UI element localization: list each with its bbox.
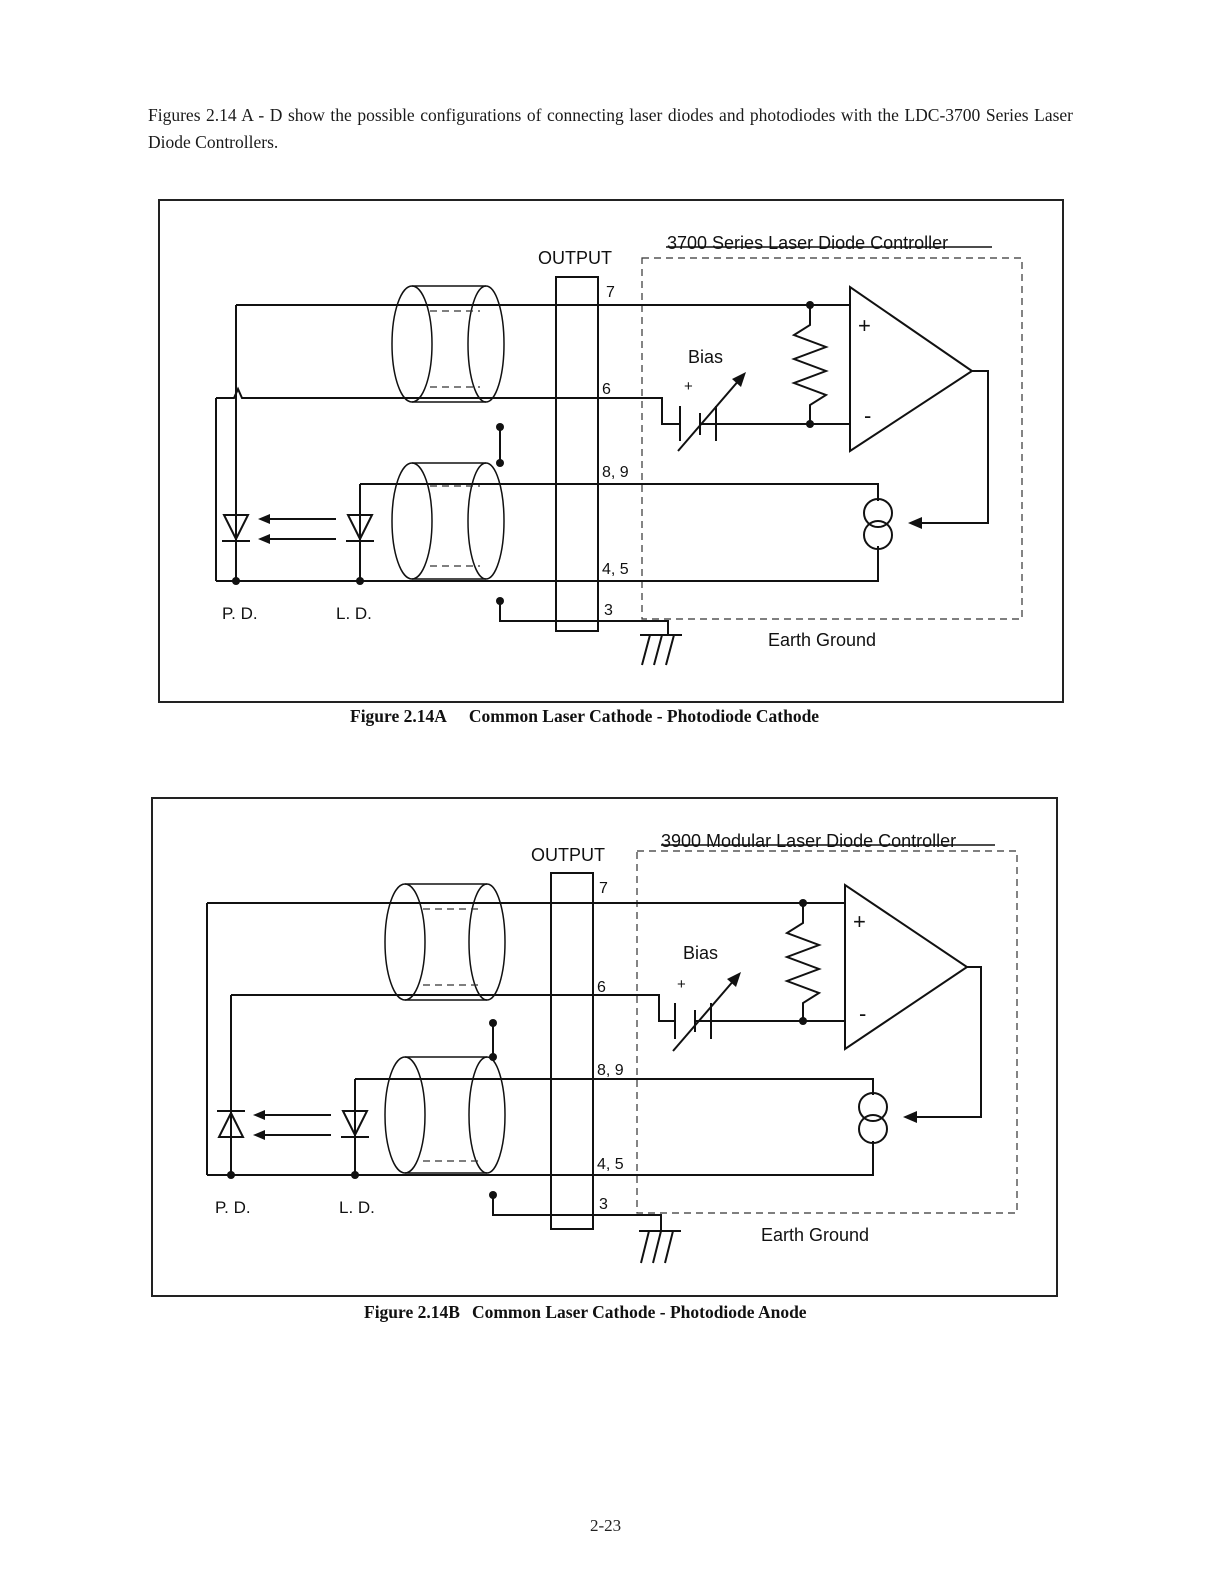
figure-2-14a-caption: Figure 2.14A Common Laser Cathode - Photo… bbox=[350, 706, 819, 727]
bias-plus-sign: + bbox=[684, 378, 693, 395]
op-amp-minus: - bbox=[859, 1001, 866, 1026]
output-connector bbox=[550, 872, 594, 1230]
wire-pin4-5 bbox=[216, 546, 879, 582]
shield-junction-upper bbox=[496, 423, 504, 431]
pin-8-9-label: 8, 9 bbox=[602, 464, 629, 481]
op-amp-plus: + bbox=[858, 313, 871, 338]
bias-battery bbox=[672, 972, 803, 1052]
lower-shielded-cable bbox=[384, 1056, 506, 1174]
photodiode-symbol bbox=[222, 514, 250, 542]
op-amp-symbol bbox=[849, 285, 974, 453]
ld-label: L. D. bbox=[339, 1198, 375, 1217]
ld-junction bbox=[351, 1171, 359, 1179]
pin-7-label: 7 bbox=[606, 284, 615, 301]
pd-junction bbox=[232, 577, 240, 585]
caption-number: Figure 2.14A bbox=[350, 706, 447, 726]
shield-junction-lower bbox=[496, 459, 504, 467]
output-connector bbox=[555, 276, 599, 632]
earth-ground-symbol bbox=[639, 1230, 681, 1264]
earth-ground-label: Earth Ground bbox=[761, 1225, 869, 1245]
pin-4-5-label: 4, 5 bbox=[602, 561, 629, 578]
current-source-symbol bbox=[858, 1092, 888, 1144]
feedback-resistor bbox=[784, 903, 822, 1021]
op-amp-output-wire bbox=[916, 370, 989, 524]
pd-label: P. D. bbox=[215, 1198, 251, 1217]
controller-boundary bbox=[636, 850, 1018, 1214]
wiring-diagram-b: 3900 Modular Laser Diode Controller OUTP… bbox=[206, 831, 1018, 1264]
earth-ground-label: Earth Ground bbox=[768, 630, 876, 650]
lower-shielded-cable bbox=[391, 462, 505, 580]
caption-title: Common Laser Cathode - Photodiode Cathod… bbox=[468, 706, 820, 726]
pin-6-label: 6 bbox=[602, 381, 611, 398]
output-label: OUTPUT bbox=[531, 845, 605, 865]
intro-paragraph: Figures 2.14 A - D show the possible con… bbox=[148, 105, 1073, 152]
shield-junction-bottom bbox=[489, 1191, 497, 1199]
laser-diode-symbol bbox=[346, 514, 374, 542]
pd-label: P. D. bbox=[222, 604, 258, 623]
output-arrowhead bbox=[903, 1111, 917, 1123]
shield-junction-upper bbox=[489, 1019, 497, 1027]
controller-label: 3700 Series Laser Diode Controller bbox=[667, 233, 948, 253]
figure-2-14b-caption: Figure 2.14B Common Laser Cathode - Photo… bbox=[364, 1302, 807, 1323]
page-number: 2-23 bbox=[590, 1516, 622, 1535]
photodiode-symbol bbox=[217, 1110, 245, 1138]
figure-2-14b-diagram: 3900 Modular Laser Diode Controller OUTP… bbox=[151, 797, 1058, 1297]
bias-plus-sign: + bbox=[677, 976, 686, 993]
shield-junction-bottom bbox=[496, 597, 504, 605]
op-amp-plus: + bbox=[853, 909, 866, 934]
light-arrows bbox=[253, 1110, 331, 1140]
pin-3-label: 3 bbox=[599, 1196, 608, 1213]
upper-shielded-cable bbox=[384, 883, 506, 1001]
wire-pin6 bbox=[216, 386, 680, 425]
wire-pin8-9 bbox=[360, 483, 879, 501]
pin-7-label: 7 bbox=[599, 880, 608, 897]
pin-4-5-label: 4, 5 bbox=[597, 1156, 624, 1173]
feedback-resistor bbox=[791, 305, 829, 424]
op-amp-minus: - bbox=[864, 403, 871, 428]
controller-label: 3900 Modular Laser Diode Controller bbox=[661, 831, 956, 851]
wire-pin3 bbox=[499, 601, 669, 635]
wire-pin3 bbox=[492, 1195, 662, 1231]
wire-pin8-9 bbox=[355, 1078, 874, 1095]
current-source-symbol bbox=[863, 498, 893, 550]
wiring-diagram-a: 3700 Series Laser Diode Controller OUTPU… bbox=[215, 233, 1023, 666]
caption-number: Figure 2.14B bbox=[364, 1302, 460, 1322]
laser-diode-symbol bbox=[341, 1110, 369, 1138]
bias-label: Bias bbox=[683, 943, 718, 963]
shield-junction-lower bbox=[489, 1053, 497, 1061]
earth-ground-symbol bbox=[640, 634, 682, 666]
bias-label: Bias bbox=[688, 347, 723, 367]
upper-shielded-cable bbox=[391, 285, 505, 403]
controller-boundary bbox=[641, 257, 1023, 620]
output-label: OUTPUT bbox=[538, 248, 612, 268]
pin-8-9-label: 8, 9 bbox=[597, 1062, 624, 1079]
wire-pin6 bbox=[231, 994, 675, 1022]
output-arrowhead bbox=[908, 517, 922, 529]
pin-3-label: 3 bbox=[604, 602, 613, 619]
ld-label: L. D. bbox=[336, 604, 372, 623]
caption-title: Common Laser Cathode - Photodiode Anode bbox=[471, 1302, 807, 1322]
wire-pin4-5 bbox=[207, 1141, 874, 1176]
pd-junction bbox=[227, 1171, 235, 1179]
ld-junction bbox=[356, 577, 364, 585]
op-amp-output-wire bbox=[911, 966, 982, 1118]
op-amp-symbol bbox=[844, 883, 969, 1051]
pin-6-label: 6 bbox=[597, 979, 606, 996]
bias-battery bbox=[677, 372, 810, 452]
figure-2-14a-diagram: 3700 Series Laser Diode Controller OUTPU… bbox=[158, 199, 1064, 703]
light-arrows bbox=[258, 514, 336, 544]
